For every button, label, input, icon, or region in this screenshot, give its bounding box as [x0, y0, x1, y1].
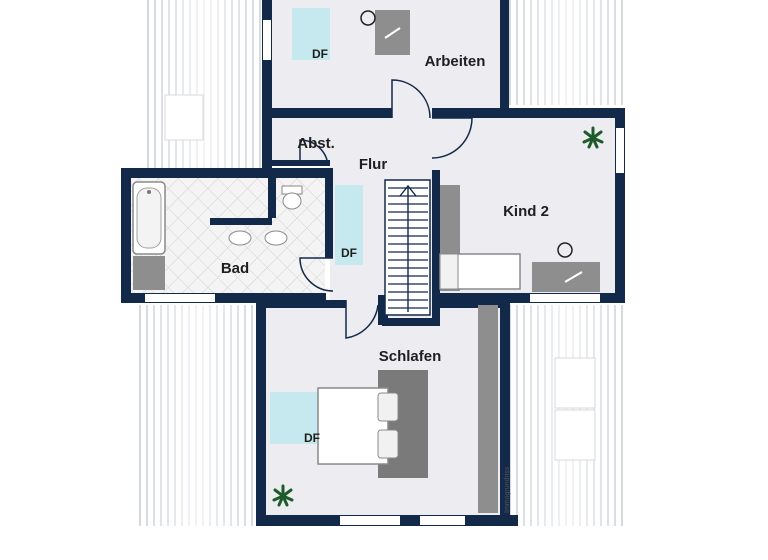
room-label-schlafen: Schlafen: [379, 348, 442, 365]
wardrobe-schlafen: [478, 305, 498, 513]
skylight-schlafen: [270, 392, 320, 444]
roof-left-bottom: [139, 305, 253, 526]
room-label-flur: Flur: [359, 156, 387, 173]
desk-kind2: [532, 242, 600, 292]
roof-right-top: [509, 0, 623, 105]
bath-partition: [210, 218, 272, 225]
df-label-arbeiten: DF: [312, 47, 328, 61]
plant-kind2-icon: [582, 126, 604, 149]
skylight-bottom-right-1: [554, 357, 596, 409]
doors: [299, 79, 473, 339]
room-label-abstellraum: Abst.: [297, 135, 335, 152]
watermark-text: Immogrundriss: [504, 466, 511, 513]
bathtub: [132, 181, 166, 255]
skylight-arbeiten: [292, 8, 330, 60]
bath-cabinet: [133, 256, 165, 290]
bed-kind2: [439, 253, 521, 290]
skylight-top-left: [164, 94, 204, 141]
skylight-bottom-right-2: [554, 409, 596, 461]
sink-double: [228, 230, 288, 246]
staircase: [384, 179, 431, 316]
roof-left-top: [147, 0, 261, 168]
df-label-bad: DF: [341, 246, 357, 260]
plant-schlafen-icon: [272, 484, 294, 507]
room-label-arbeiten: Arbeiten: [425, 53, 486, 70]
desk-arbeiten: [360, 10, 410, 55]
window-openings: [145, 20, 624, 525]
bed-schlafen: [317, 370, 428, 478]
toilet: [281, 185, 303, 210]
skylight-bad: [335, 185, 363, 265]
df-label-schlafen: DF: [304, 431, 320, 445]
room-label-kind2: Kind 2: [503, 203, 549, 220]
room-label-bad: Bad: [221, 260, 249, 277]
